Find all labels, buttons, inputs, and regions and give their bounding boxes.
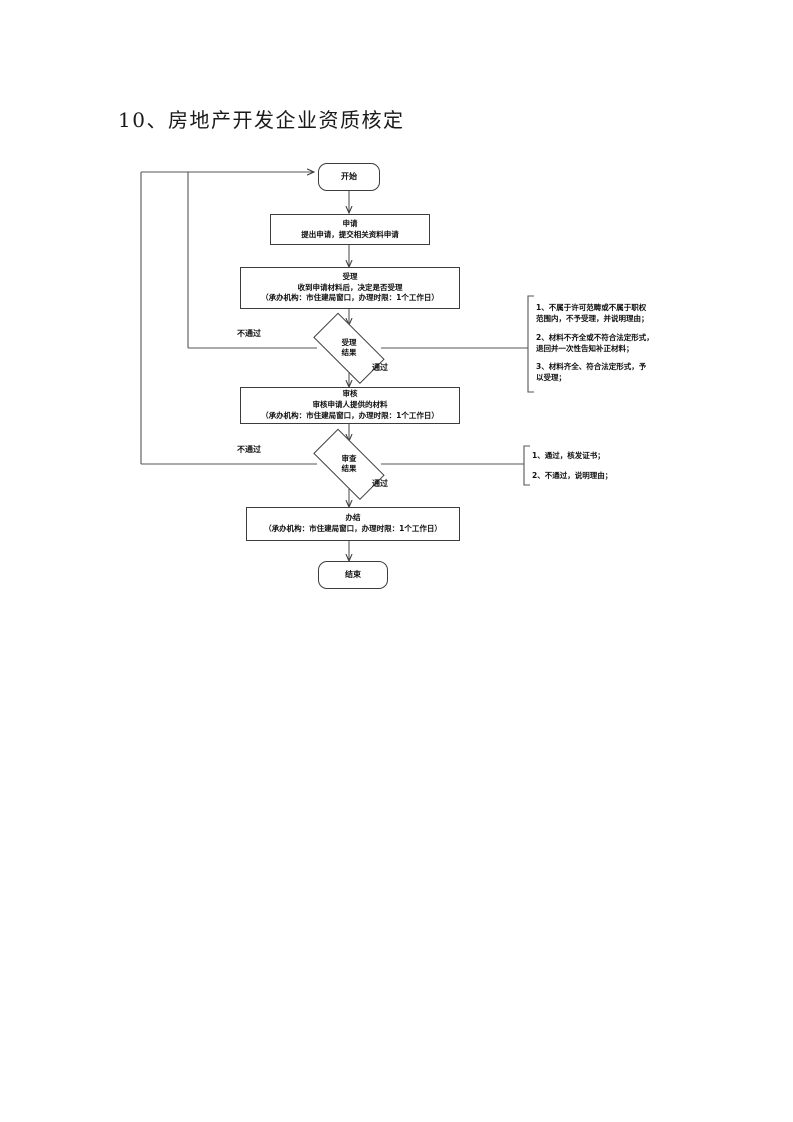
node-review-meta: （承办机构：市住建局窗口，办理时限：1个工作日） (261, 410, 439, 420)
note-item: 3、材料齐全、符合法定形式，予 以受理； (536, 361, 696, 384)
note-line: 以受理； (536, 373, 566, 383)
note-line: 2、材料不齐全或不符合法定形式， (536, 332, 654, 342)
note-review-results: 1、通过，核发证书； 2、不通过，说明理由； (532, 450, 692, 491)
note-item: 1、不属于许可范畴或不属于职权 范围内，不予受理，并说明理由； (536, 302, 696, 325)
note-line: 1、不属于许可范畴或不属于职权 (536, 303, 647, 312)
node-accept-decision-label: 受理 结果 (304, 325, 394, 371)
node-end-label: 结束 (345, 570, 361, 580)
note-item: 1、通过，核发证书； (532, 450, 692, 461)
node-finish-title: 办结 (345, 513, 361, 523)
node-apply-title: 申请 (342, 218, 358, 228)
node-review-title: 审核 (342, 389, 358, 399)
node-review-detail: 审核申请人提供的材料 (312, 400, 388, 410)
node-start-label: 开始 (341, 172, 357, 182)
node-accept[interactable]: 受理 收到申请材料后，决定是否受理 （承办机构：市住建局窗口，办理时限：1个工作… (240, 267, 460, 309)
note-item: 2、材料不齐全或不符合法定形式， 退回并一次性告知补正材料； (536, 332, 696, 355)
node-review-decision-label: 审查 结果 (304, 441, 394, 487)
node-accept-meta: （承办机构：市住建局窗口，办理时限：1个工作日） (261, 293, 439, 303)
note-line: 3、材料齐全、符合法定形式，予 (536, 362, 647, 371)
decision-line-1: 审查 (341, 454, 357, 464)
node-accept-decision[interactable]: 受理 结果 (304, 312, 394, 384)
edge-label-review-fail: 不通过 (237, 445, 261, 454)
note-item: 2、不通过，说明理由； (532, 470, 692, 481)
note-line: 1、通过，核发证书； (532, 451, 605, 460)
node-accept-title: 受理 (342, 271, 358, 281)
node-review-decision[interactable]: 审查 结果 (304, 428, 394, 500)
node-review[interactable]: 审核 审核申请人提供的材料 （承办机构：市住建局窗口，办理时限：1个工作日） (240, 387, 460, 424)
edge-label-accept-pass: 通过 (372, 363, 388, 372)
edge-label-review-pass: 通过 (372, 479, 388, 488)
page-title: 10、房地产开发企业资质核定 (118, 108, 405, 132)
node-finish[interactable]: 办结 （承办机构：市住建局窗口，办理时限：1个工作日） (246, 507, 460, 541)
decision-line-2: 结果 (341, 464, 357, 473)
node-accept-detail: 收到申请材料后，决定是否受理 (297, 282, 403, 292)
decision-line-2: 结果 (341, 348, 357, 357)
note-accept-results: 1、不属于许可范畴或不属于职权 范围内，不予受理，并说明理由； 2、材料不齐全或… (536, 302, 696, 384)
node-apply-detail: 提出申请，提交相关资料申请 (301, 229, 399, 239)
node-apply[interactable]: 申请 提出申请，提交相关资料申请 (270, 214, 430, 245)
node-start[interactable]: 开始 (318, 163, 380, 191)
note-line: 2、不通过，说明理由； (532, 471, 613, 481)
decision-line-1: 受理 (341, 338, 357, 348)
note-line: 范围内，不予受理，并说明理由； (536, 314, 649, 324)
node-end[interactable]: 结束 (318, 561, 388, 589)
note-line: 退回并一次性告知补正材料； (536, 343, 634, 353)
node-finish-meta: （承办机构：市住建局窗口，办理时限：1个工作日） (264, 524, 442, 533)
edge-label-accept-fail: 不通过 (237, 329, 261, 338)
